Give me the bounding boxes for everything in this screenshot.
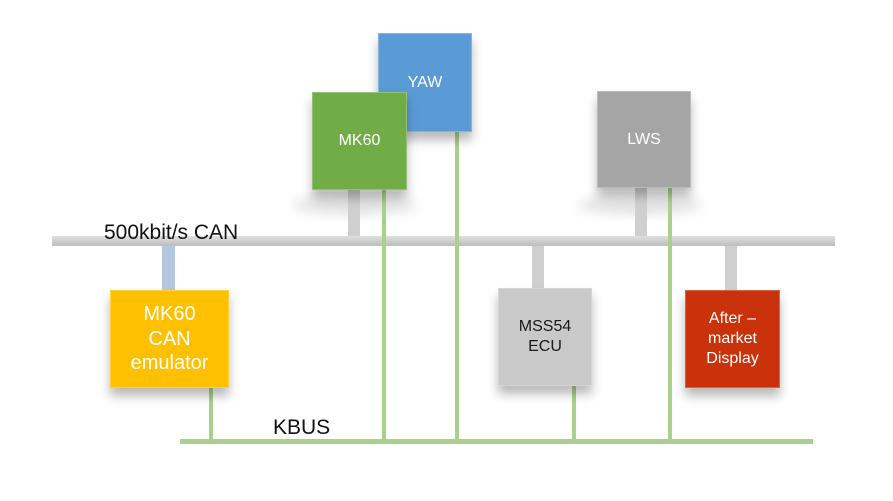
lws-can-stub: [635, 188, 647, 238]
can-bus-line: [52, 236, 835, 246]
emulator-node: MK60 CAN emulator: [110, 290, 229, 388]
kbus-label: KBUS: [273, 416, 331, 439]
display-node: After – market Display: [685, 290, 780, 388]
mss54-node: MSS54 ECU: [498, 288, 592, 386]
lws-node: LWS: [597, 91, 691, 188]
display-label: After – market Display: [706, 310, 759, 367]
lws-kbus-stub: [668, 188, 672, 441]
mk60-node: MK60: [312, 92, 407, 190]
kbus-line: [180, 439, 813, 444]
mk60-label: MK60: [338, 132, 381, 149]
mk60-can-stub: [348, 190, 360, 238]
mk60-kbus-stub: [382, 190, 386, 441]
lws-label: LWS: [627, 130, 661, 148]
yaw-label: YAW: [407, 73, 443, 91]
emulator-kbus-stub: [209, 388, 213, 441]
emulator-label: MK60 CAN emulator: [130, 303, 209, 375]
can-bus-label: 500kbit/s CAN: [104, 221, 239, 244]
emulator-can-stub: [162, 244, 175, 290]
mss54-kbus-stub: [572, 386, 576, 441]
display-can-stub: [725, 244, 737, 290]
mss54-label: MSS54 ECU: [518, 318, 572, 355]
yaw-kbus-stub: [455, 132, 459, 441]
mss54-can-stub: [532, 244, 544, 288]
